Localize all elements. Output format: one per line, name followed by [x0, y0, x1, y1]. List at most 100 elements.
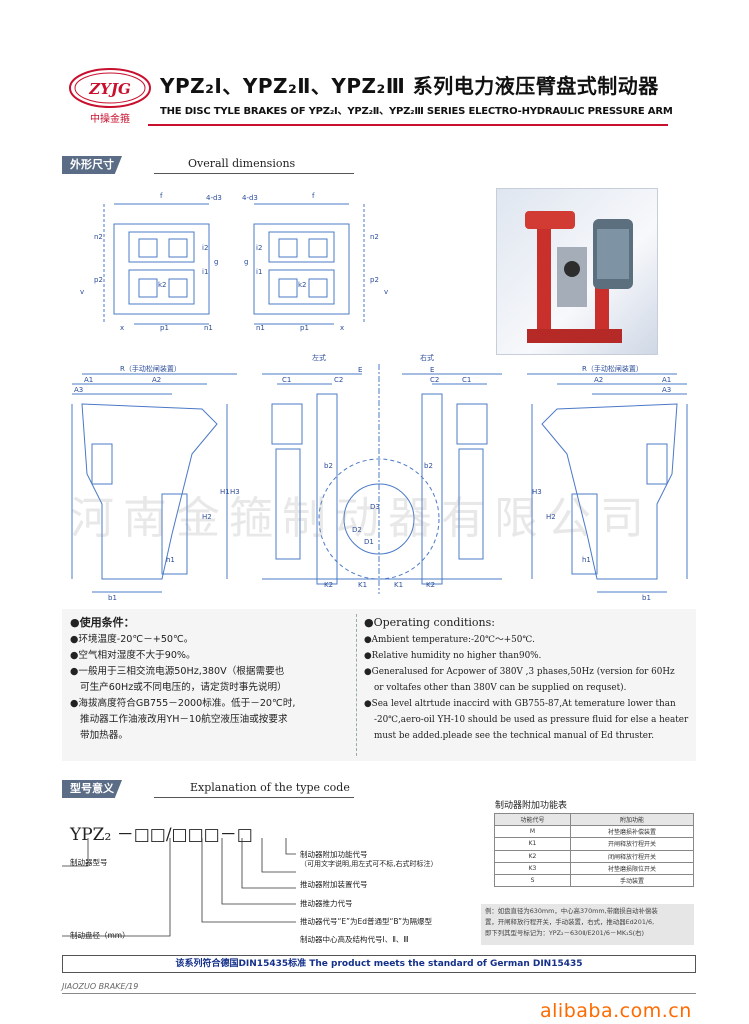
dim-label-g-right: g — [244, 258, 248, 266]
label-right-type: 右式 — [420, 354, 434, 362]
example-note-line: 例：如盘直径为630mm，中心高370mm,带磨损自动补偿装 — [485, 907, 658, 915]
dim-label-e-right: E — [430, 366, 434, 374]
dim-label-v-left: v — [80, 288, 84, 296]
dim-label-p1-left: p1 — [160, 324, 169, 332]
label-left-type: 左式 — [312, 354, 326, 362]
dim-label-p2-left: p2 — [94, 276, 103, 284]
table-cell: S — [494, 873, 571, 888]
condition-en-item: ●Generalused for Acpower of 380V ,3 phas… — [364, 667, 675, 677]
type-label-brake-model: 制动器型号 — [70, 858, 108, 867]
type-label-thruster-force: 推动器推力代号 — [300, 899, 353, 908]
type-label-function-code: 制动器附加功能代号 — [300, 850, 368, 859]
header-divider — [148, 124, 668, 126]
dim-label-a1-right: A1 — [662, 376, 671, 384]
dim-label-a2-right: A2 — [594, 376, 603, 384]
dim-label-h3-right: H3 — [532, 488, 542, 496]
product-photo — [496, 188, 658, 355]
conditions-en: ●Operating conditions: ●Ambient temperat… — [364, 615, 690, 744]
section-heading-type-code: 型号意义 Explanation of the type code — [62, 780, 372, 798]
type-label-center-height: 制动器中心高及结构代号Ⅰ、Ⅱ、Ⅲ — [300, 935, 409, 944]
table-cell: M — [494, 825, 571, 839]
condition-en-item: must be added.pleade see the technical m… — [374, 731, 655, 741]
dim-label-b2-right: b2 — [424, 462, 433, 470]
dim-label-a1-left: A1 — [84, 376, 93, 384]
condition-cn-item: ●海拔高度符合GB755－2000标准。低于－20℃时, — [70, 698, 296, 709]
dim-label-4d3-right: 4-d3 — [242, 194, 258, 202]
table-cell: K1 — [494, 837, 571, 851]
dim-label-f-right: f — [312, 192, 315, 200]
table-cell: 开闸释放行程开关 — [570, 837, 694, 851]
section-tag: 型号意义 — [62, 780, 122, 798]
dim-label-f-left: f — [160, 192, 163, 200]
dim-label-b2-left: b2 — [324, 462, 333, 470]
dim-label-i1-right: i1 — [256, 268, 262, 276]
logo-text: ZYJG — [88, 80, 131, 98]
dim-label-p1-right: p1 — [300, 324, 309, 332]
dim-label-k2-right: k2 — [298, 281, 307, 289]
page-title: YPZ₂Ⅰ、YPZ₂Ⅱ、YPZ₂Ⅲ 系列电力液压臂盘式制动器 — [160, 74, 659, 98]
dim-label-x-right: x — [340, 324, 344, 332]
dim-label-v-right: v — [384, 288, 388, 296]
example-note-line: 置，开闸释放行程开关，手动装置，右式，推动器Ed201/6, — [485, 918, 655, 926]
footer-site-link[interactable]: alibaba.com.cn — [540, 1000, 692, 1022]
table-cell: 闭闸释放行程开关 — [570, 849, 694, 863]
dim-label-d1: D1 — [364, 538, 374, 546]
dim-label-4d3-left: 4-d3 — [206, 194, 222, 202]
dim-label-i2-left: i2 — [202, 244, 208, 252]
dim-label-h1-small-right: h1 — [582, 556, 591, 564]
dim-label-i2-right: i2 — [256, 244, 262, 252]
condition-cn-item: ●环境温度-20℃－+50℃。 — [70, 634, 194, 645]
condition-cn-item: 推动器工作油液改用YH－10航空液压油或按要求 — [80, 714, 288, 725]
dim-label-h2-right: H2 — [546, 513, 556, 521]
section-underline — [154, 797, 354, 798]
operating-conditions-panel: ●使用条件： ●环境温度-20℃－+50℃。 ●空气相对湿度不大于90%。 ●一… — [62, 609, 696, 761]
dim-label-e-left: E — [358, 366, 362, 374]
dim-label-k1-bottom-left: K1 — [358, 581, 367, 589]
section-tag: 外形尺寸 — [62, 156, 122, 174]
condition-cn-item: 带加热器。 — [80, 730, 128, 741]
type-label-thruster-accessory: 推动器附加装置代号 — [300, 880, 368, 889]
condition-cn-item: 可生产60Hz或不同电压的，请定货时事先说明） — [80, 682, 287, 693]
dim-label-k1-bottom-right: K1 — [394, 581, 403, 589]
condition-en-item: ●Ambient temperature:-20℃～+50℃. — [364, 635, 535, 645]
dim-label-n2-left: n2 — [94, 233, 103, 241]
example-note-line: 即下列其型号标记为：YPZ₂－630Ⅱ/E201/6－MK₁S(右) — [485, 929, 645, 937]
dim-label-c1-right: C1 — [462, 376, 471, 384]
table-header-row: 功能代号 附加功能 — [494, 812, 694, 827]
dim-label-a3-left: A3 — [74, 386, 83, 394]
condition-en-item: ●Relative humidity no higher than90%. — [364, 651, 542, 661]
dim-label-a3-right: A3 — [662, 386, 671, 394]
condition-en-item: ●Sea level altrtude inaccird with GB755-… — [364, 699, 676, 709]
function-table-title: 制动器附加功能表 — [495, 801, 568, 811]
logo-subtext: 中操金箍 — [90, 112, 130, 125]
dim-label-c1-left: C1 — [282, 376, 291, 384]
dim-label-h1-left: H1 — [220, 488, 230, 496]
section-label: Explanation of the type code — [190, 781, 350, 794]
condition-cn-item: ●空气相对湿度不大于90%。 — [70, 650, 196, 661]
dim-label-r-left: R（手动松闸装置） — [120, 364, 181, 373]
section-heading-dimensions: 外形尺寸 Overall dimensions — [62, 156, 362, 174]
table-cell: K3 — [494, 861, 571, 875]
standard-banner: 该系列符合德国DIN15435标准 The product meets the … — [62, 955, 696, 973]
dim-label-d3: D3 — [370, 503, 380, 511]
example-note: 例：如盘直径为630mm，中心高370mm,带磨损自动补偿装 置，开闸释放行程开… — [481, 904, 694, 945]
dim-label-k2-left: k2 — [158, 281, 167, 289]
type-code-leader-lines — [62, 838, 296, 937]
dim-label-h2-left: H2 — [202, 513, 212, 521]
table-cell: K2 — [494, 849, 571, 863]
type-label-function-note: （可用文字说明,用左式可不标,右式时标注） — [300, 860, 438, 868]
table-header-cell: 功能代号 — [494, 812, 571, 827]
condition-en-item: -20℃,aero-oil YH-10 should be used as pr… — [374, 715, 689, 725]
dim-label-x-left: x — [120, 324, 124, 332]
dim-label-n2-right: n2 — [370, 233, 379, 241]
section-underline — [154, 173, 354, 174]
elevation-drawings: 左式 右式 R（手动松闸装置） R（手动松闸装置） A1 A2 A3 A2 A1… — [71, 354, 688, 602]
dim-label-d2: D2 — [352, 526, 362, 534]
footer-divider — [62, 993, 696, 994]
dim-label-b1-left: b1 — [108, 594, 117, 602]
